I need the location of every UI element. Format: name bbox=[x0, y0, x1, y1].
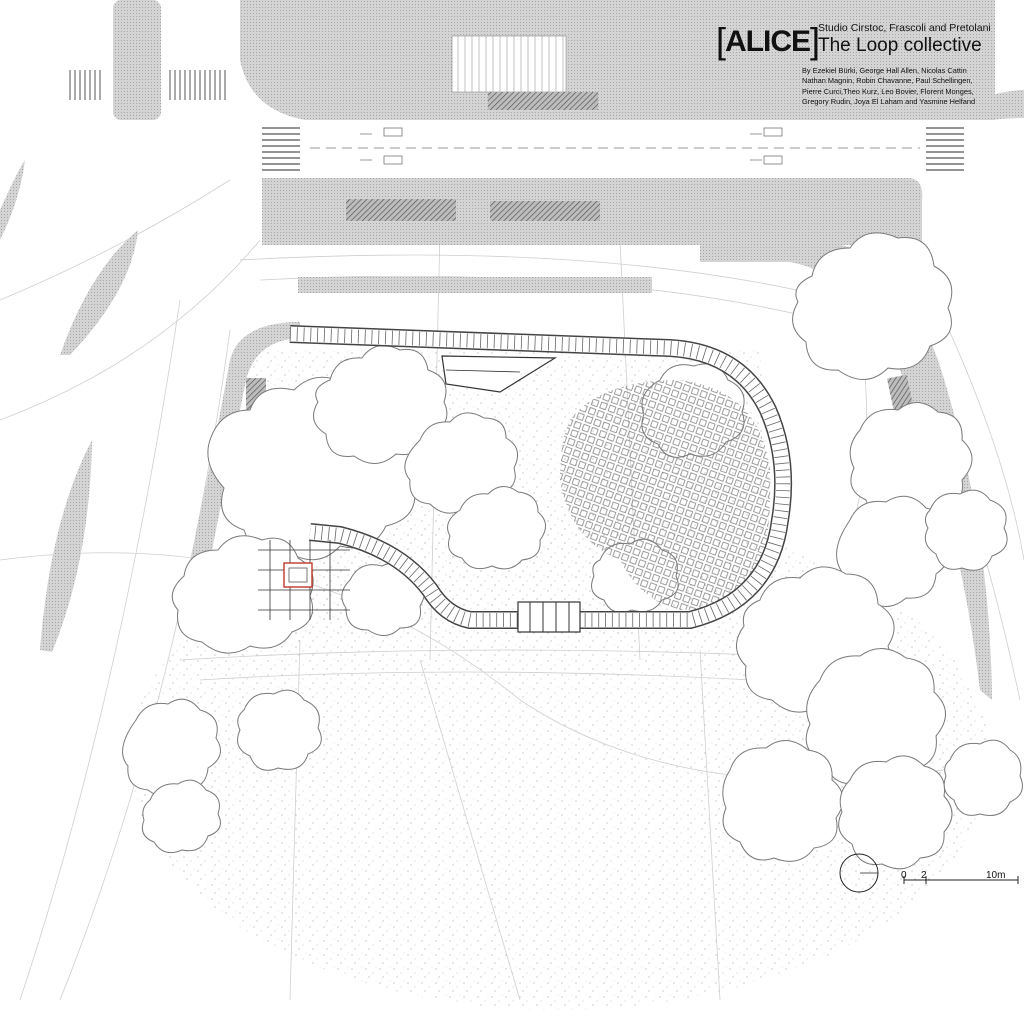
scale-label-zero: 0 bbox=[901, 870, 907, 881]
road-markings bbox=[310, 127, 920, 165]
pavilion-core bbox=[283, 562, 313, 588]
project-title: The Loop collective bbox=[818, 35, 982, 56]
boardwalk-bridge bbox=[517, 601, 581, 633]
authors-line: Pierre Curci,Theo Kurz, Leo Bovier, Flor… bbox=[802, 86, 974, 96]
plaza-left-upper bbox=[113, 0, 161, 120]
authors-line: Nathan Magnin, Robin Chavanne, Paul Sche… bbox=[802, 76, 973, 86]
loop-boardwalk bbox=[289, 325, 793, 629]
scale-legend: 0 2 10m bbox=[838, 852, 1018, 896]
scale-bar bbox=[903, 876, 1019, 884]
linear-bench-strip bbox=[298, 277, 652, 293]
ramp-structure bbox=[441, 355, 558, 393]
authors-list: By Ezekiel Bürki, George Hall Allen, Nic… bbox=[802, 66, 1012, 107]
island-lens-upper bbox=[60, 230, 138, 355]
alice-logo: [ALICE] bbox=[716, 20, 820, 61]
crosswalk-vertical bbox=[262, 127, 964, 171]
pavilion-frame bbox=[258, 540, 350, 620]
stair-block bbox=[451, 35, 567, 93]
island-lens-lower bbox=[40, 440, 92, 652]
plaza-top bbox=[240, 0, 995, 120]
scale-label-ten: 10m bbox=[986, 870, 1006, 881]
studio-name: Studio Cirstoc, Frascoli and Pretolani bbox=[818, 22, 991, 34]
crosswalk-left bbox=[69, 70, 226, 100]
sidewalk-left bbox=[182, 322, 300, 610]
paver-grid bbox=[560, 380, 771, 610]
logo-text: ALICE bbox=[725, 25, 811, 58]
authors-line: By Ezekiel Bürki, George Hall Allen, Nic… bbox=[802, 66, 967, 75]
scale-label-two: 2 bbox=[921, 870, 927, 881]
authors-line: Gregory Rudin, Joya El Laham and Yasmine… bbox=[802, 96, 976, 106]
